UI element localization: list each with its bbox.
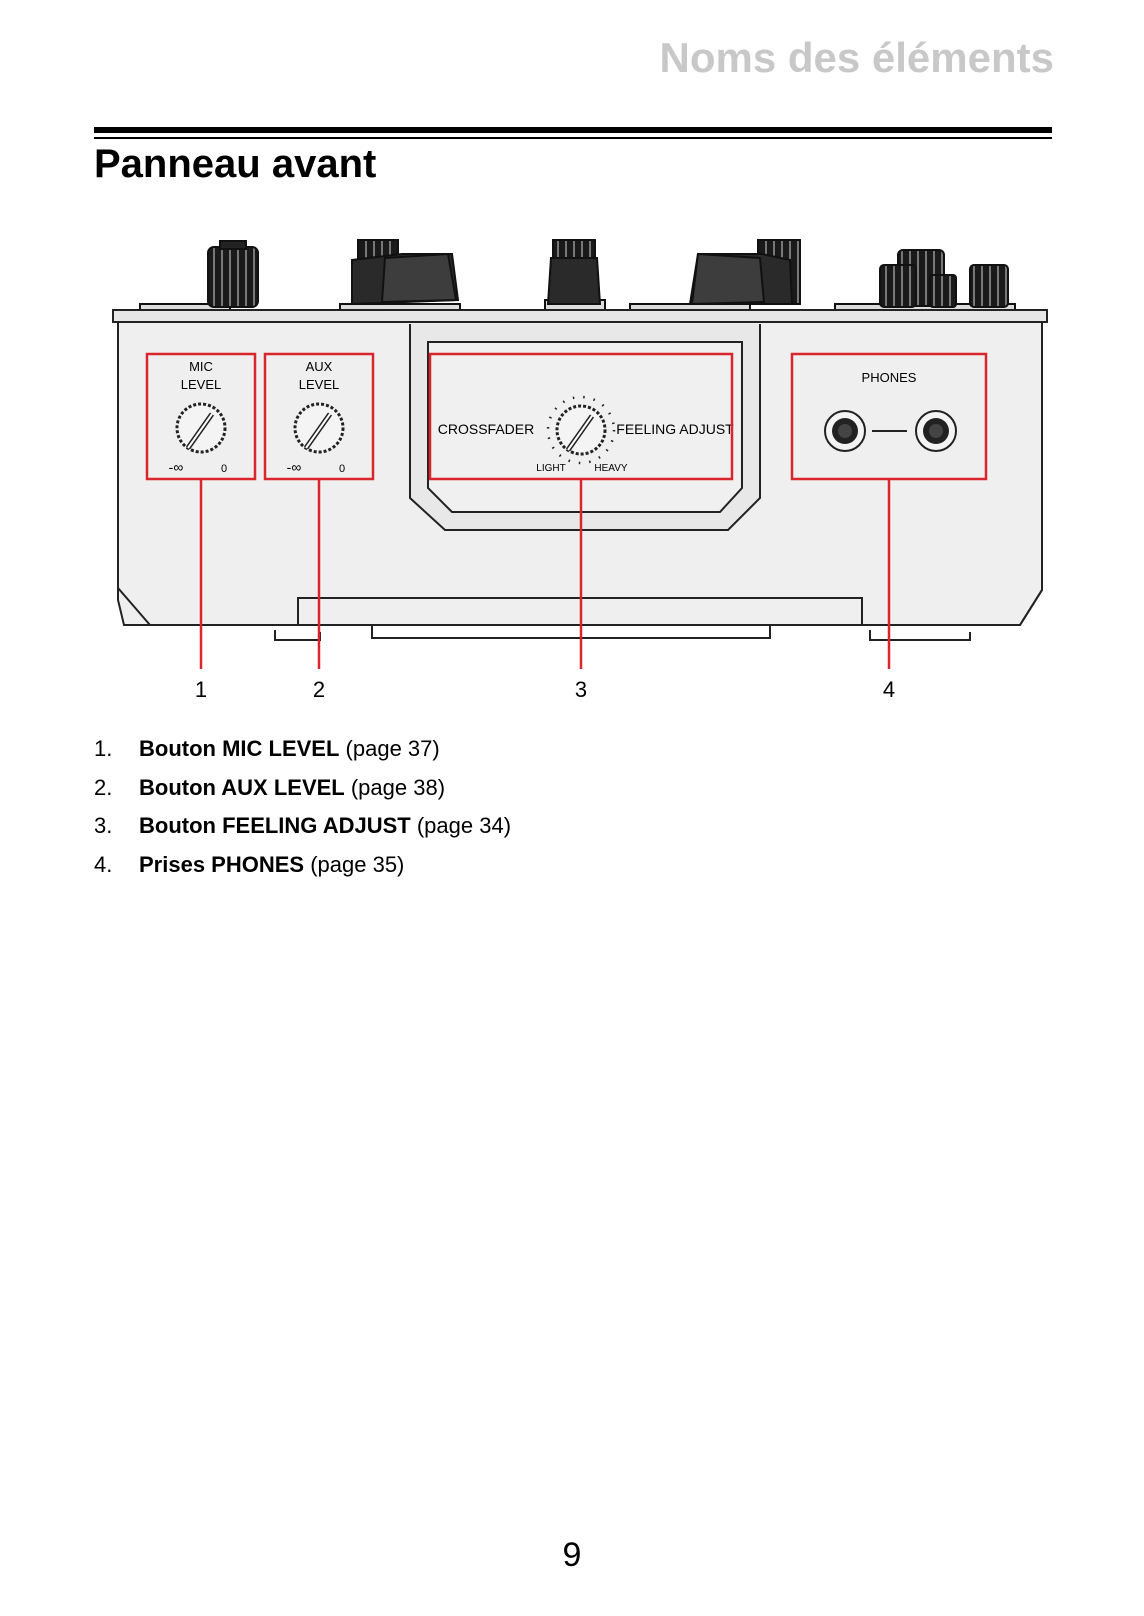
item-page-ref: (page 38) (350, 774, 446, 800)
aux-max-label: 0 (339, 463, 345, 475)
callout-number-3: 3 (575, 677, 587, 702)
mic-label-line1: MIC (189, 359, 213, 374)
callout-numbers: 1 2 3 4 (195, 677, 895, 702)
item-number: 1. (94, 736, 113, 761)
item-page-ref: (page 37) (345, 736, 440, 761)
mic-min-label: -∞ (169, 459, 184, 475)
item-label: Bouton AUX LEVEL (139, 774, 345, 800)
item-number: 3. (94, 813, 113, 838)
callout-highlights (145, 352, 988, 669)
callout-number-2: 2 (313, 677, 325, 702)
list-item: 3. Bouton FEELING ADJUST (page 34) (94, 813, 511, 852)
item-number: 2. (94, 774, 113, 800)
list-item: 2. Bouton AUX LEVEL (page 38) (94, 775, 511, 814)
callout-number-4: 4 (883, 677, 895, 702)
heavy-label: HEAVY (594, 463, 627, 474)
item-page-ref: (page 35) (310, 851, 405, 877)
mic-label-line2: LEVEL (181, 377, 221, 392)
mic-level-knob: MIC LEVEL -∞ 0 (169, 359, 227, 475)
item-label: Bouton MIC LEVEL (139, 736, 340, 761)
top-knobs (139, 239, 1016, 315)
item-label: Prises PHONES (139, 851, 305, 877)
feeling-adjust-label: FEELING ADJUST (616, 421, 734, 437)
crossfader-label: CROSSFADER (438, 421, 534, 437)
mic-max-label: 0 (221, 463, 227, 475)
item-number: 4. (94, 851, 113, 877)
aux-label-line1: AUX (306, 359, 333, 374)
aux-label-line2: LEVEL (299, 377, 339, 392)
header-rule-thin (94, 137, 1052, 139)
phones-label: PHONES (862, 370, 917, 385)
section-title: Panneau avant (94, 142, 377, 186)
light-label: LIGHT (536, 463, 565, 474)
aux-level-knob: AUX LEVEL -∞ 0 (287, 359, 345, 475)
list-item: 4. Prises PHONES (page 35) (94, 852, 511, 891)
page-number: 9 (562, 1536, 582, 1574)
header-title: Noms des éléments (659, 34, 1055, 81)
list-item: 1. Bouton MIC LEVEL (page 37) (94, 736, 511, 775)
item-label: Bouton FEELING ADJUST (139, 813, 411, 838)
callout-number-1: 1 (195, 677, 207, 702)
phones-jacks: PHONES (824, 370, 957, 452)
aux-min-label: -∞ (287, 459, 302, 475)
header-rule (94, 127, 1052, 133)
item-page-ref: (page 34) (416, 813, 512, 838)
component-list: 1. Bouton MIC LEVEL (page 37) 2. Bouton AU… (94, 736, 511, 890)
front-panel-diagram: MIC LEVEL -∞ 0 AUX LEVEL -∞ 0 CROSSFADER… (112, 239, 1048, 702)
feeling-adjust-knob: CROSSFADER FEELING ADJUST LIGHT HEAVY (438, 395, 734, 474)
